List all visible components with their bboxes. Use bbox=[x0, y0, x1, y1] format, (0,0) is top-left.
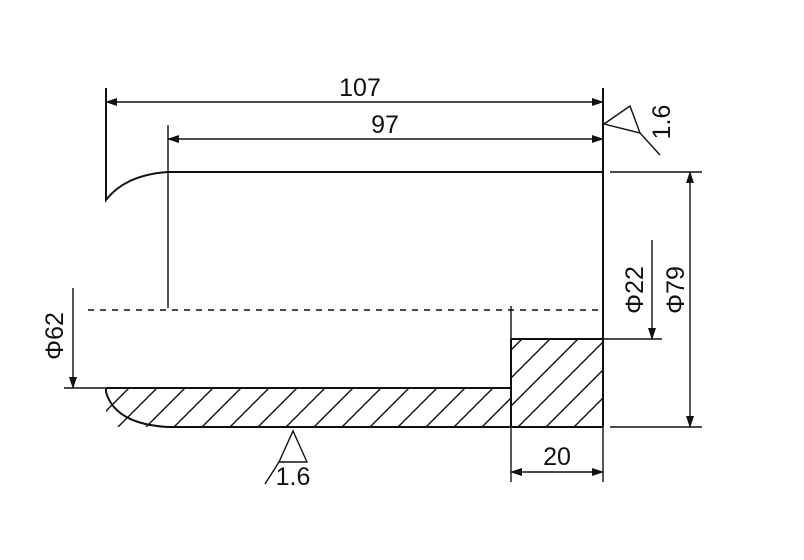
dimension-label-20: 20 bbox=[543, 443, 571, 471]
surface-finish-label-top: 1.6 bbox=[648, 105, 676, 140]
dimension-end-length: 20 bbox=[510, 427, 604, 482]
section-hatching-lower bbox=[106, 388, 511, 427]
dimension-bore-depth: 97 bbox=[167, 111, 604, 143]
section-hatching-right bbox=[511, 339, 603, 427]
part-outline bbox=[105, 88, 604, 428]
dimension-overall-length: 107 bbox=[105, 74, 604, 106]
surface-finish-symbol-bottom: 1.6 bbox=[264, 429, 311, 491]
dimension-label-phi79: Φ79 bbox=[662, 266, 690, 314]
dimension-hole-diameter: Φ22 bbox=[603, 240, 662, 340]
dimension-label-107: 107 bbox=[339, 74, 381, 102]
dimension-label-phi22: Φ22 bbox=[621, 266, 649, 314]
surface-finish-label-bottom: 1.6 bbox=[276, 463, 311, 491]
dimension-outer-diameter: Φ79 bbox=[610, 171, 702, 428]
dimension-label-97: 97 bbox=[371, 111, 399, 139]
surface-finish-symbol-top: 1.6 bbox=[602, 105, 676, 156]
dimension-bore-diameter: Φ62 bbox=[41, 288, 106, 389]
dimension-label-phi62: Φ62 bbox=[41, 312, 69, 360]
